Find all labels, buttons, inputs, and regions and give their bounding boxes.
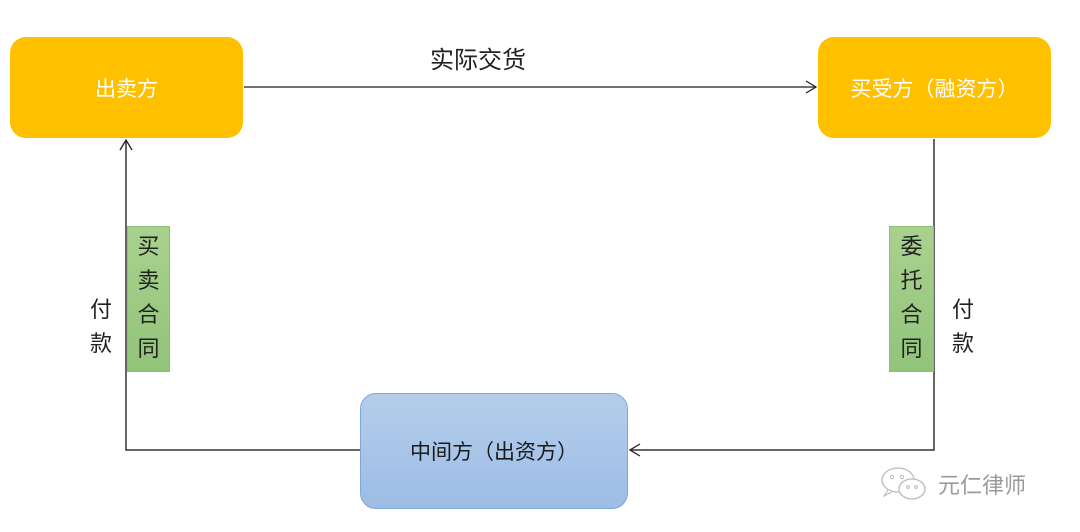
watermark: 元仁律师 [878, 465, 1026, 503]
buyer-label: 买受方（融资方） [850, 76, 1019, 101]
sales-contract-label: 买 卖 合 同 [127, 226, 170, 372]
payment-left-label: 付 款 [89, 298, 112, 357]
delivery-label: 实际交货 [430, 46, 526, 74]
payment-right-label: 付 款 [951, 298, 974, 357]
entrustment-contract-label: 委 托 合 同 [889, 226, 934, 372]
intermediary-label: 中间方（出资方） [410, 440, 578, 464]
wechat-icon [881, 467, 926, 500]
seller-node: 出卖方 [10, 37, 243, 138]
watermark-text: 元仁律师 [938, 474, 1027, 499]
seller-label: 出卖方 [95, 76, 158, 101]
buyer-node: 买受方（融资方） [818, 37, 1051, 138]
intermediary-node: 中间方（出资方） [360, 393, 628, 509]
